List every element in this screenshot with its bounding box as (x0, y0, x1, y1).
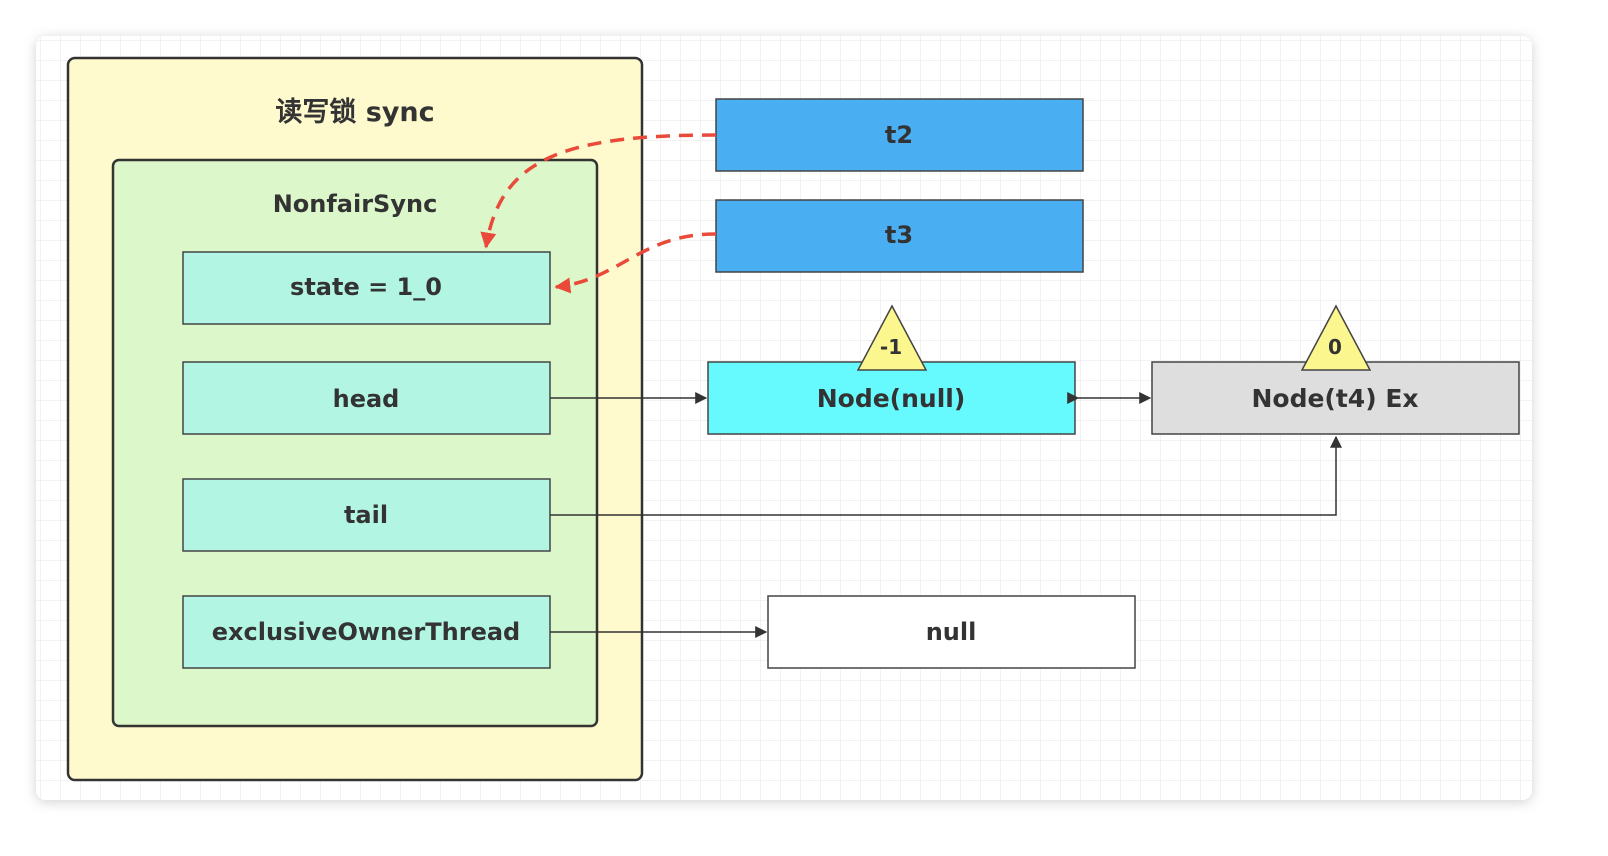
null-target-label: null (926, 618, 977, 646)
head-field-label: head (333, 385, 400, 413)
nonfair-sync-title: NonfairSync (273, 190, 438, 218)
null-target-box (767, 595, 1136, 669)
thread-t3-box (715, 199, 1084, 273)
state-field-label: state = 1_0 (290, 273, 442, 301)
node-null-box (707, 361, 1076, 435)
thread-t3-label: t3 (885, 221, 913, 249)
t2-to-state-arrow (480, 133, 717, 249)
tail-to-node-t4-arrow (550, 435, 1342, 516)
owner-field-label: exclusiveOwnerThread (212, 618, 520, 646)
head-field-box (182, 361, 551, 435)
tail-field-label: tail (344, 501, 388, 529)
t3-to-state-arrow (554, 232, 717, 294)
thread-t2-box (715, 98, 1084, 172)
wait-status-triangle-null-node (856, 304, 928, 371)
wait-status-null-node: -1 (880, 335, 902, 359)
wait-status-triangle-t4-node (1300, 304, 1372, 371)
tail-field-box (182, 478, 551, 552)
node-null-label: Node(null) (817, 384, 966, 413)
thread-t2-label: t2 (885, 121, 913, 149)
wait-status-t4-node: 0 (1328, 335, 1342, 359)
node-t4-label: Node(t4) Ex (1251, 384, 1418, 413)
owner-field-box (182, 595, 551, 669)
state-field-box (182, 251, 551, 325)
sync-title: 读写锁 sync (275, 96, 434, 128)
